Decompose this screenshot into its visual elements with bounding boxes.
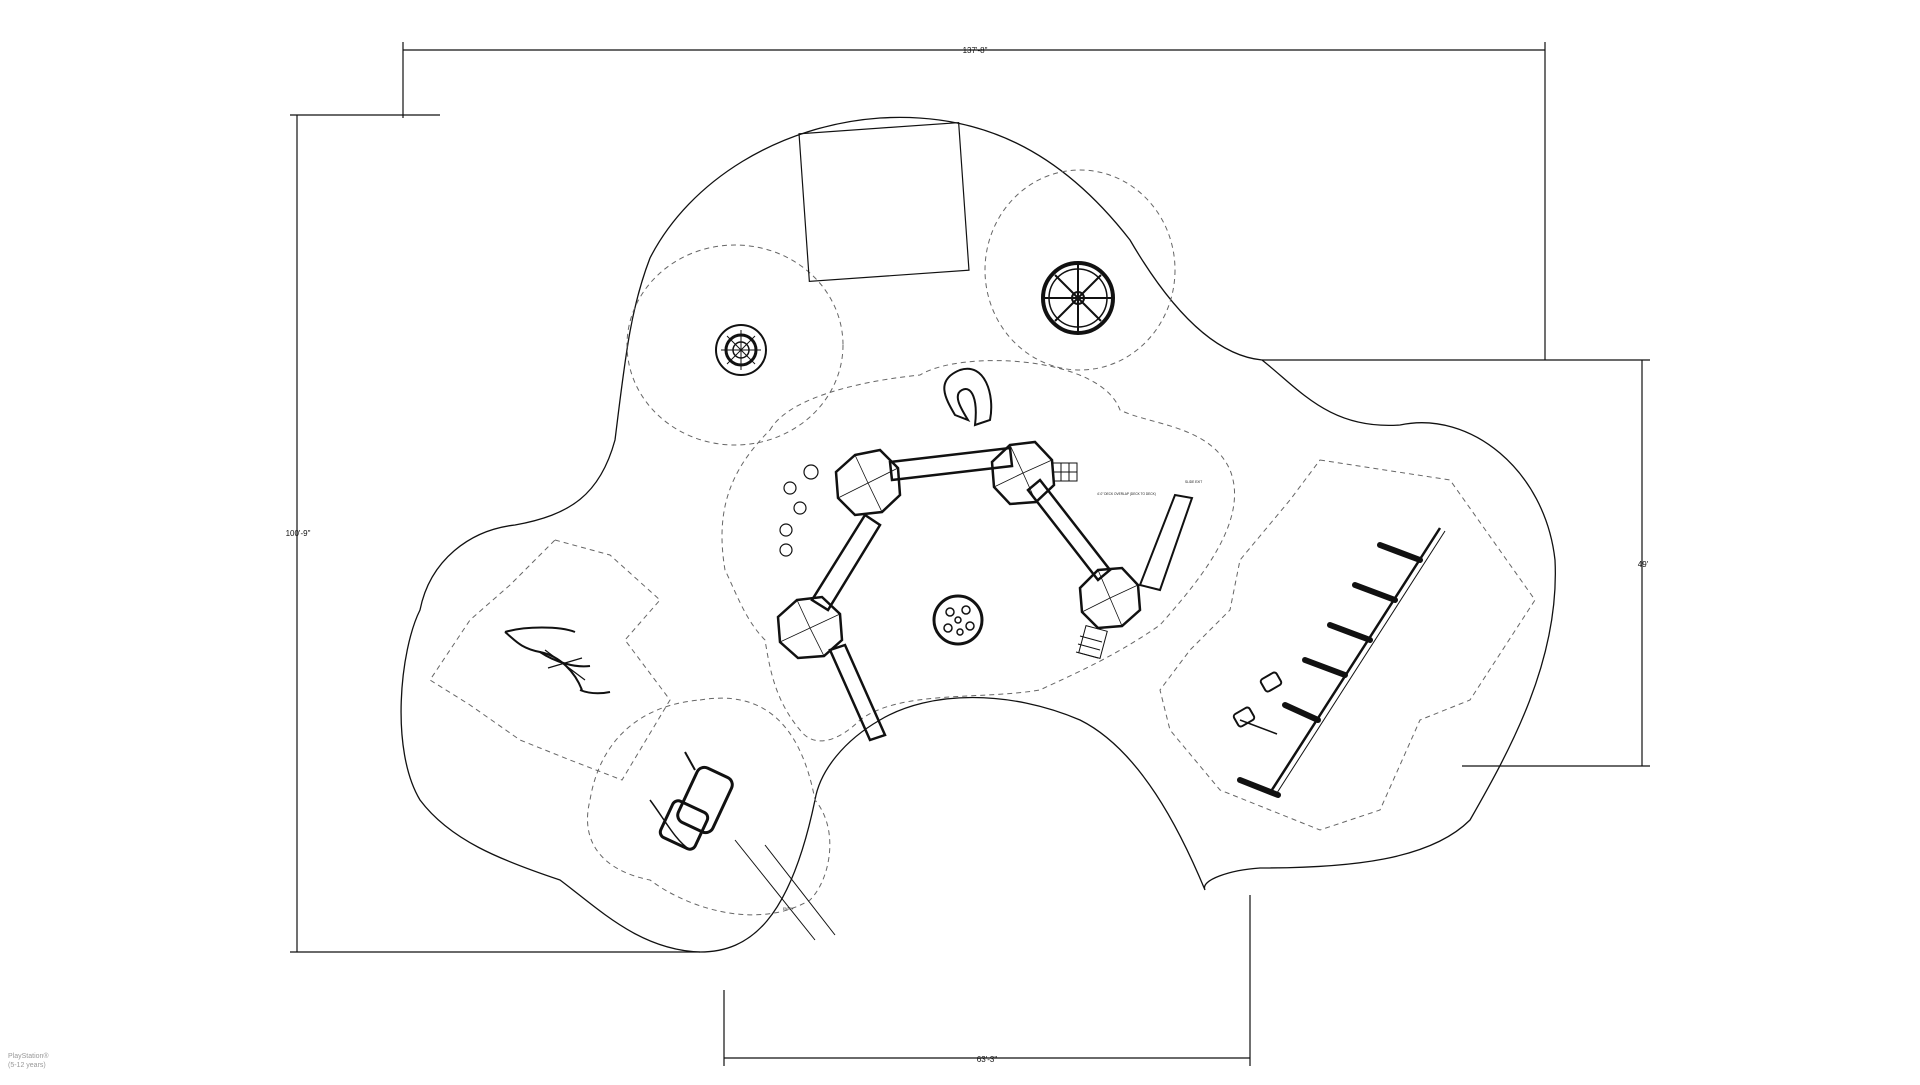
swing-set — [1233, 528, 1445, 796]
dimension-right-label: 49' — [1638, 560, 1649, 569]
site-boundary — [401, 117, 1555, 952]
wheel-spinner — [1043, 263, 1113, 333]
straight-slide — [1140, 495, 1192, 590]
watermark: PlayStation® (5-12 years) — [8, 1053, 49, 1070]
dimension-left-label: 100'-9" — [286, 529, 311, 538]
spinner-left — [716, 325, 766, 375]
seesaw — [505, 628, 610, 694]
dimension-bottom-label: 63'-3" — [977, 1055, 998, 1064]
seesaw-use-zone — [430, 540, 670, 780]
entry-note: ENTRY — [783, 907, 795, 911]
stepping-pods — [780, 465, 818, 556]
dimension-left — [290, 115, 700, 952]
deck-overlap-callout: 4'-0" DECK OVERLAP (DECK TO DECK) — [1097, 492, 1156, 496]
use-zones — [430, 170, 1535, 915]
play-structure-use-zone — [722, 361, 1235, 741]
grid-panel — [1053, 463, 1077, 481]
rocker-car — [650, 752, 835, 940]
bucket-seat-1 — [1260, 671, 1283, 692]
watermark-line1: PlayStation® — [8, 1053, 49, 1061]
dimension-bottom — [724, 895, 1250, 1066]
swing-use-zone — [1160, 460, 1535, 830]
spiral-slide — [944, 369, 991, 425]
climbing-dome — [934, 596, 982, 644]
dimension-top — [403, 42, 1545, 360]
dimension-top-label: 137'-8" — [963, 46, 988, 55]
play-structure — [778, 369, 1192, 740]
slide-exit-note: SLIDE EXIT — [1185, 480, 1202, 484]
wheel-spinner-use-zone — [985, 170, 1175, 370]
dimension-right — [1262, 360, 1650, 766]
square-play-pad — [799, 123, 969, 282]
watermark-line2: (5-12 years) — [8, 1062, 49, 1070]
access-stairs — [1076, 626, 1107, 659]
